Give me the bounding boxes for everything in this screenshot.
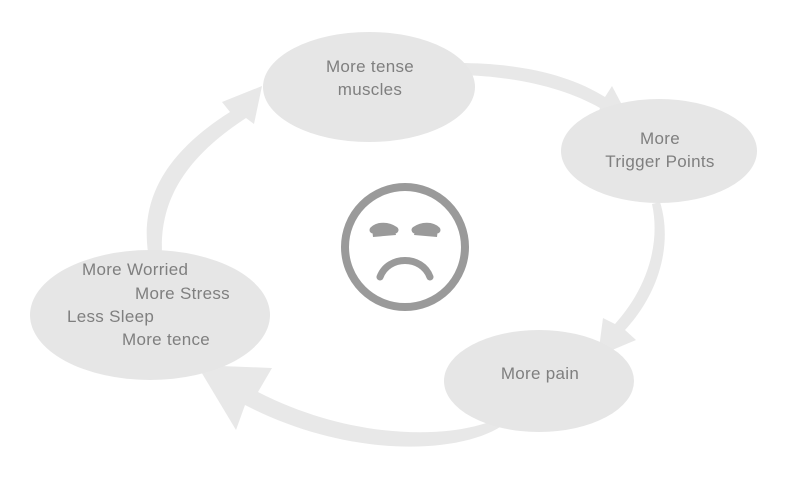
node-tense-muscles-line1: More tense [325,57,415,76]
node-pain-line1: More pain [500,364,580,383]
node-tense-muscles-label: More tense muscles [300,55,440,101]
arrow-worry-to-tense [146,86,262,252]
arrow-tense-to-trigger [458,63,630,122]
arrow-trigger-to-pain [598,202,665,356]
node-pain-bubble [444,330,634,432]
sad-face-icon [341,183,469,311]
node-tense-muscles-line2: muscles [337,80,403,99]
node-trigger-points-label: More Trigger Points [590,127,730,173]
node-worry-line3: Less Sleep [67,307,155,326]
node-trigger-points-line1: More [640,129,680,148]
node-trigger-points-bubble [561,99,757,203]
node-trigger-points-line2: Trigger Points [605,152,715,171]
node-worry-bubble [30,250,270,380]
node-worry-line1: More Worried [82,260,189,279]
node-pain-label: More pain [480,362,600,385]
node-worry-line4: More tence [122,330,211,349]
node-tense-muscles-bubble [263,32,475,142]
node-worry-line2: More Stress [135,284,230,303]
arrow-pain-to-worry [197,365,520,447]
